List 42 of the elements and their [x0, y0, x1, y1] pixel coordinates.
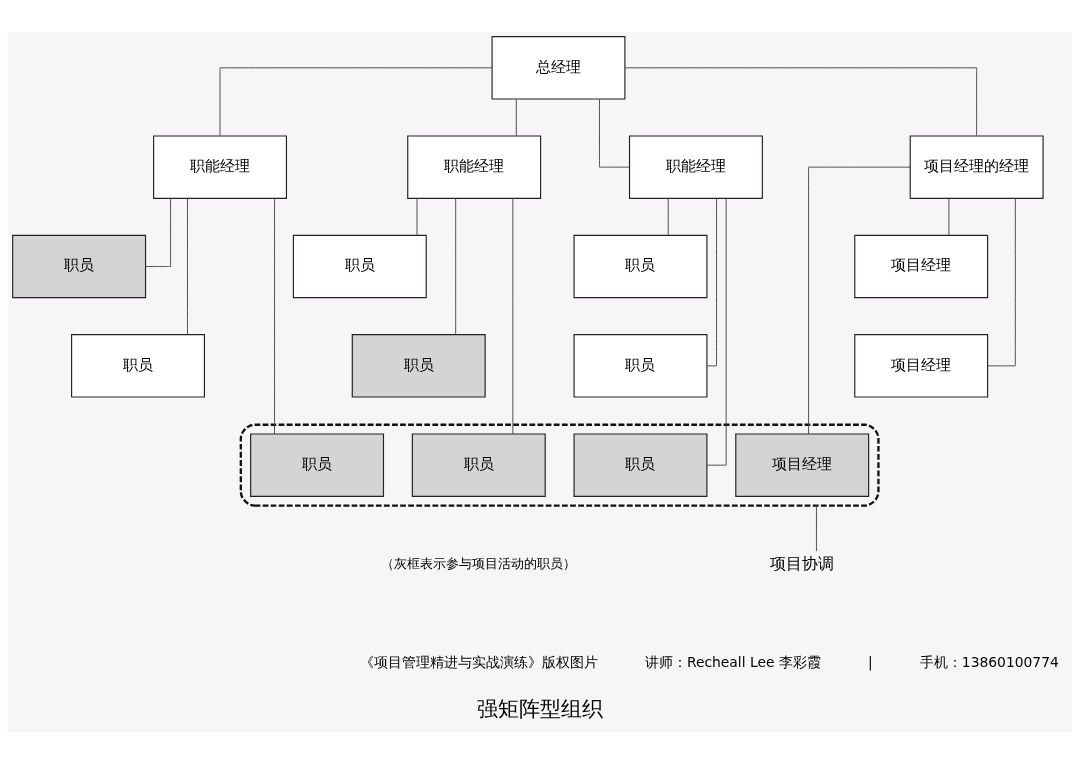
label: 《项目管理精进与实战演练》版权图片 — [359, 653, 598, 670]
node-box: 职员 — [573, 432, 708, 497]
label: （灰框表示参与项目活动的职员） — [381, 555, 577, 571]
node-box: 职员 — [292, 234, 427, 298]
node-box: 项目经理 — [735, 432, 870, 497]
connector — [455, 197, 457, 335]
node-box: 职能经理 — [407, 134, 542, 199]
connector — [706, 197, 727, 466]
cluster — [239, 423, 880, 507]
label: 手机：13860100774 — [919, 653, 1059, 670]
connector — [816, 504, 817, 552]
node-box: 职员 — [411, 432, 546, 497]
node-box: 职员 — [12, 234, 147, 298]
node-box: 职员 — [71, 333, 205, 398]
connector — [667, 197, 669, 236]
connector — [706, 197, 717, 366]
connector — [624, 66, 978, 136]
node-box: 项目经理 — [854, 234, 989, 298]
connector — [219, 66, 493, 136]
node-box: 项目经理 — [854, 333, 989, 398]
node-text: 项目协调 — [770, 553, 835, 573]
caption: 强矩阵型组织 — [477, 696, 603, 721]
node-box: 职能经理 — [628, 134, 763, 199]
connector — [599, 98, 630, 168]
connector — [187, 197, 188, 335]
node-box: 职员 — [250, 432, 385, 497]
label: | — [868, 653, 873, 670]
connector — [274, 197, 275, 434]
connector — [948, 197, 950, 236]
node-box: 职能经理 — [153, 134, 288, 199]
connector — [416, 197, 418, 236]
node-box: 职员 — [573, 333, 708, 398]
connector — [515, 98, 517, 136]
label: 讲师：Recheall Lee 李彩霞 — [644, 653, 821, 670]
connector — [512, 197, 514, 434]
node-box: 职员 — [351, 333, 486, 398]
node-box: 职员 — [573, 234, 708, 298]
connector — [987, 197, 1016, 366]
connector — [808, 166, 911, 434]
node-box: 总经理 — [491, 35, 626, 100]
connector — [145, 197, 171, 267]
node-box: 项目经理的经理 — [909, 134, 1044, 199]
